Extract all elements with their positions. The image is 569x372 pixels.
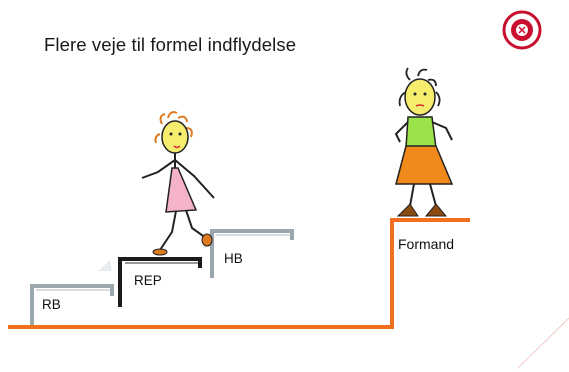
decorative-diagonal-line bbox=[517, 317, 569, 369]
slide-title: Flere veje til formel indflydelse bbox=[44, 34, 297, 55]
step-rep bbox=[98, 257, 202, 307]
union-seal-logo bbox=[502, 10, 542, 50]
step-label-hb: HB bbox=[224, 251, 243, 266]
step-label-formand: Formand bbox=[398, 236, 455, 252]
chairwoman-figure bbox=[394, 67, 454, 217]
walking-girl-figure bbox=[141, 111, 215, 256]
step-hb bbox=[210, 229, 294, 278]
step-rb bbox=[30, 284, 114, 325]
orange-staircase-line bbox=[8, 218, 470, 329]
step-label-rep: REP bbox=[134, 273, 162, 288]
step-label-rb: RB bbox=[42, 297, 61, 312]
